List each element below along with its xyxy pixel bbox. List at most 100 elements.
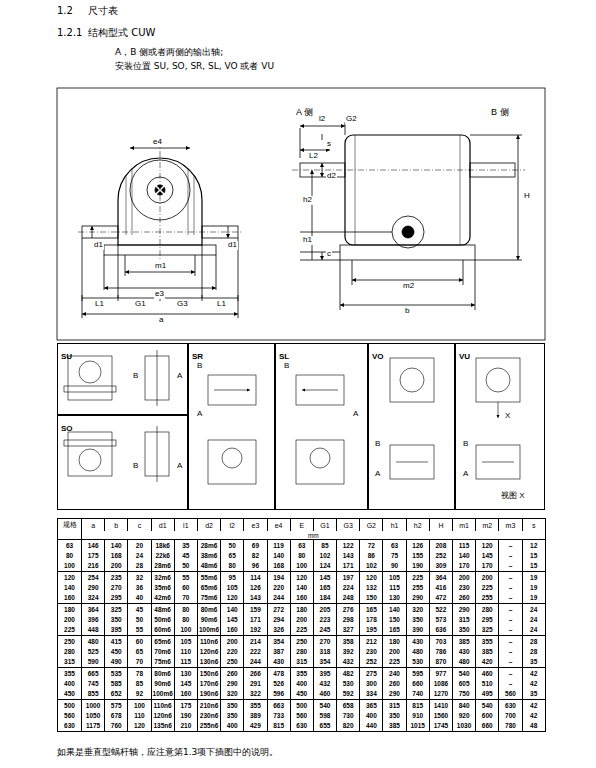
table-cell: 75m6 <box>151 657 174 668</box>
table-cell: 80 <box>174 615 197 625</box>
table-cell: 290 <box>453 604 476 616</box>
table-cell: 65m6 <box>151 636 174 648</box>
table-cell: 100 <box>128 700 151 712</box>
table-cell: 440 <box>360 721 383 732</box>
table-header: E <box>290 519 313 532</box>
table-cell: 355 <box>290 668 313 680</box>
table-cell: 270 <box>313 636 336 648</box>
table-cell: – <box>499 636 522 648</box>
table-cell: – <box>499 561 522 572</box>
table-cell: 595 <box>406 668 429 680</box>
table-cell: 65m6 <box>197 583 220 593</box>
dimension-label: h1 <box>302 236 313 245</box>
size-cell: 355 <box>58 668 82 680</box>
table-cell: 630 <box>290 721 313 732</box>
table-header: m1 <box>453 519 476 532</box>
table-cell: 430 <box>267 657 290 668</box>
view-label: B <box>132 372 139 381</box>
table-cell: 225 <box>290 625 313 636</box>
table-cell: 222 <box>244 647 267 657</box>
table-cell: 140 <box>290 583 313 593</box>
table-cell: 395 <box>313 668 336 680</box>
table-cell: 400 <box>360 711 383 721</box>
table-cell: 197 <box>337 572 360 584</box>
table-cell: 115 <box>453 540 476 552</box>
table-cell: 90m6 <box>197 615 220 625</box>
dimension-label: c <box>326 250 332 259</box>
table-cell: 48m6 <box>151 604 174 616</box>
table-cell: 105 <box>174 636 197 648</box>
table-cell: 309 <box>429 561 452 572</box>
table-cell: 159 <box>244 604 267 616</box>
table-cell: 145 <box>313 572 336 584</box>
table-cell: 19 <box>522 593 545 604</box>
table-cell: 495 <box>476 689 499 700</box>
table-cell: 290 <box>383 689 406 700</box>
table-cell: 354 <box>267 636 290 648</box>
table-cell: 165 <box>383 625 406 636</box>
table-cell: 86 <box>360 551 383 561</box>
table-cell: 105 <box>383 572 406 584</box>
dimension-label: d1 <box>93 241 104 250</box>
table-cell: 130 <box>383 593 406 604</box>
table-cell: 80 <box>290 551 313 561</box>
table-cell: 276 <box>337 604 360 616</box>
table-cell: 320 <box>406 604 429 616</box>
table-cell: 387 <box>267 647 290 657</box>
table-cell: 730 <box>337 711 360 721</box>
size-cell: 630 <box>58 721 82 732</box>
dimension-label: a <box>158 316 164 325</box>
table-cell: 322 <box>244 689 267 700</box>
table-cell: 652 <box>105 689 128 700</box>
table-cell: 1000 <box>82 700 105 712</box>
view-label: X <box>504 412 511 421</box>
table-cell: 140 <box>453 551 476 561</box>
table-cell: 480 <box>82 636 105 648</box>
table-cell: 298 <box>337 615 360 625</box>
table-cell: 665 <box>82 668 105 680</box>
table-cell: 596 <box>267 689 290 700</box>
table-cell: 294 <box>267 615 290 625</box>
table-cell: 400 <box>290 679 313 689</box>
table-cell: – <box>499 551 522 561</box>
table-cell: 230 <box>453 583 476 593</box>
size-cell: 80 <box>58 551 82 561</box>
table-cell: 20 <box>128 540 151 552</box>
table-cell: 65 <box>128 647 151 657</box>
size-cell: 100 <box>58 561 82 572</box>
table-cell: 660 <box>476 721 499 732</box>
table-cell: 390 <box>406 625 429 636</box>
table-cell: 95 <box>221 572 244 584</box>
table-cell: 252 <box>360 657 383 668</box>
table-cell: 480 <box>406 647 429 657</box>
table-cell: 334 <box>360 689 383 700</box>
table-cell: 355 <box>476 636 499 648</box>
table-header: e4 <box>267 519 290 532</box>
table-cell: 100m6 <box>197 625 220 636</box>
table-cell: 102 <box>313 551 336 561</box>
table-cell: 48m6 <box>197 561 220 572</box>
size-cell: 400 <box>58 679 82 689</box>
table-cell: 350 <box>453 625 476 636</box>
table-cell: 80m6 <box>151 668 174 680</box>
view-label: 视图 X <box>500 492 526 501</box>
table-cell: 28 <box>522 636 545 648</box>
table-cell: 96 <box>244 561 267 572</box>
size-cell: 560 <box>58 711 82 721</box>
table-cell: 42 <box>522 700 545 712</box>
table-header: a <box>82 519 105 532</box>
table-cell: 171 <box>337 561 360 572</box>
table-cell: 522 <box>429 604 452 616</box>
mounting-panel: VU <box>455 343 545 510</box>
table-cell: 400 <box>221 721 244 732</box>
table-cell: 1086 <box>429 679 452 689</box>
table-cell: 180 <box>383 636 406 648</box>
table-cell: 35 <box>522 689 545 700</box>
table-cell: 165 <box>360 604 383 616</box>
view-label: A <box>462 470 469 479</box>
table-cell: 45 <box>128 604 151 616</box>
table-cell: 200 <box>221 636 244 648</box>
table-cell: 420 <box>476 657 499 668</box>
table-header: d1 <box>151 519 174 532</box>
table-cell: 525 <box>82 647 105 657</box>
